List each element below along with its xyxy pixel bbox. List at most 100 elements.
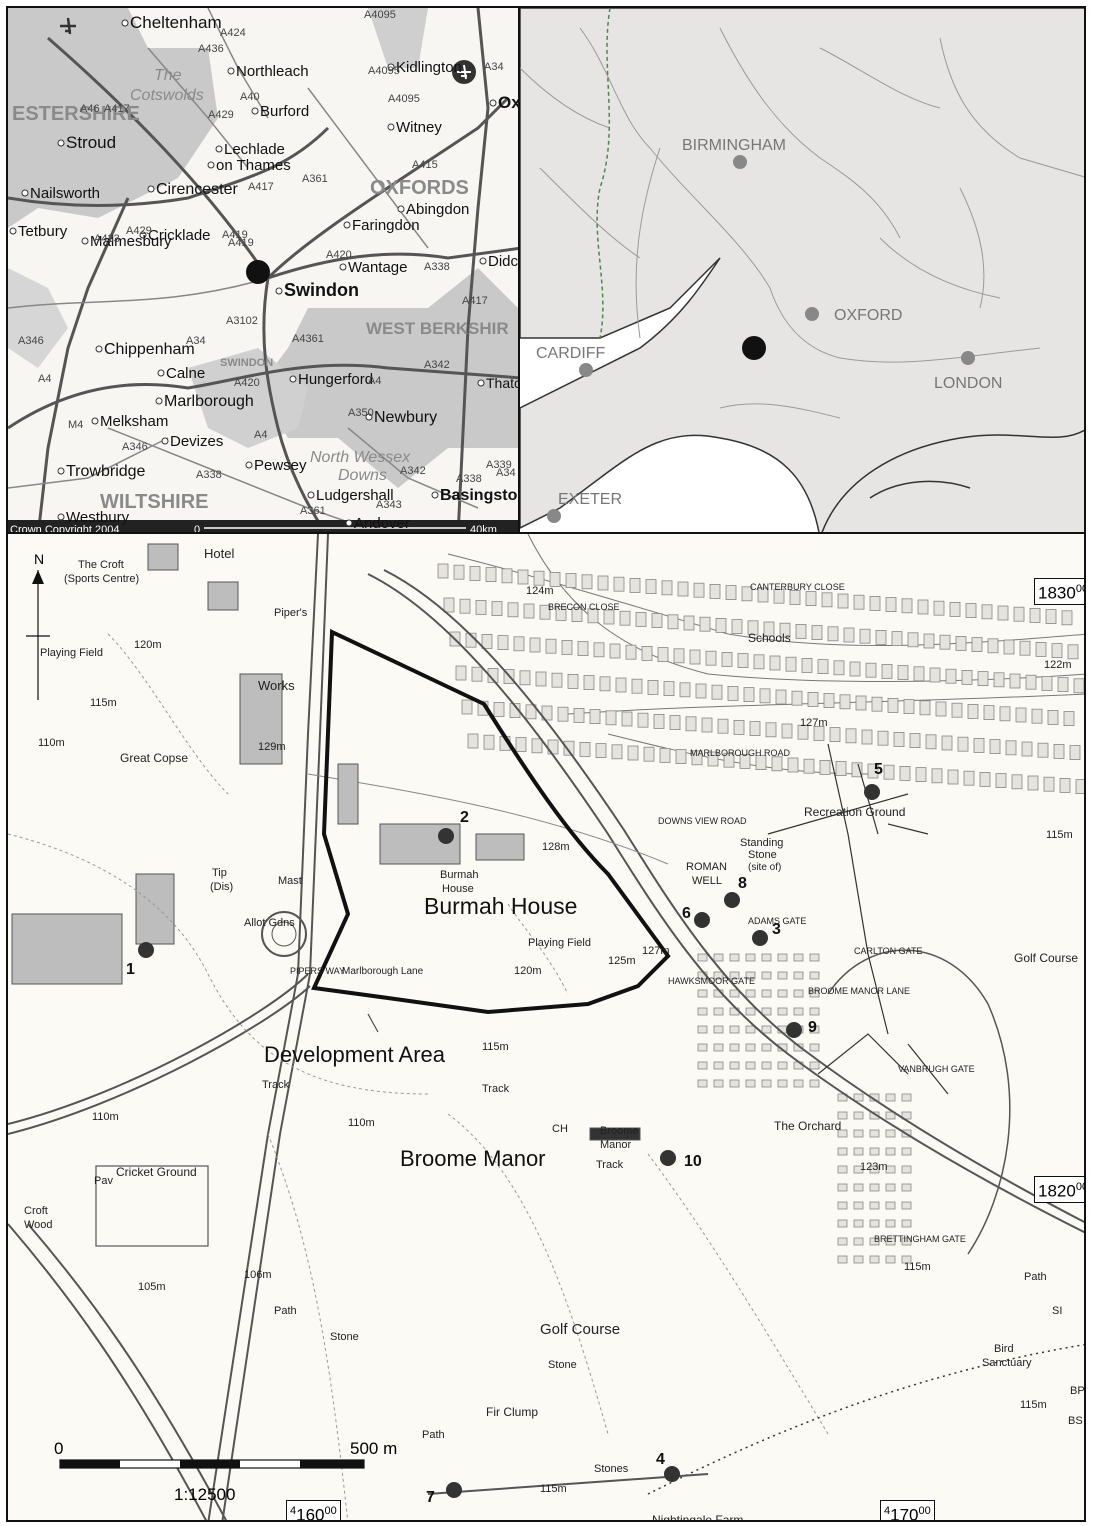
house [713, 1007, 724, 1016]
house [901, 1165, 912, 1174]
grid-ref-4170: 417000 [880, 1500, 935, 1520]
road-number-label: A417 [248, 181, 274, 193]
map-feature-label: Track [262, 1079, 290, 1091]
house [697, 1025, 708, 1034]
town-dot [275, 287, 283, 295]
house [869, 1219, 880, 1228]
scale-zero: 0 [194, 524, 200, 534]
house [651, 613, 663, 628]
house [707, 751, 719, 767]
house [761, 989, 772, 998]
map-feature-label: VANBRUGH GATE [898, 1064, 975, 1074]
map-feature-label: Stone [748, 849, 777, 861]
house [971, 637, 983, 652]
site-marker [694, 912, 710, 928]
map-feature-label: Marlborough Lane [342, 966, 424, 977]
map-feature-label: Schools [748, 631, 791, 645]
house [713, 1079, 724, 1088]
house [731, 619, 743, 634]
house [733, 719, 745, 735]
house [1031, 708, 1043, 724]
road-number-label: A342 [424, 359, 450, 371]
house [875, 630, 887, 645]
house [761, 953, 772, 962]
house [1041, 675, 1053, 691]
road-map-place-label: Witney [396, 119, 442, 136]
map-feature-label: BRETTINGHAM GATE [874, 1234, 966, 1244]
map-feature-label: WELL [692, 875, 722, 887]
house [1053, 743, 1065, 759]
city-label: OXFORD [834, 307, 902, 324]
site-marker [864, 784, 880, 800]
house [589, 709, 601, 725]
house [885, 1093, 896, 1102]
town-dot [215, 145, 223, 153]
house [727, 685, 739, 701]
house [519, 670, 531, 686]
house [809, 971, 820, 980]
house [625, 644, 637, 660]
house [541, 705, 553, 721]
house [663, 681, 675, 697]
house [881, 663, 893, 679]
road-map-place-label: Malmesbury [90, 233, 172, 250]
house [997, 605, 1009, 621]
map-feature-label: 115m [482, 1041, 509, 1053]
site-number-label: 6 [682, 905, 691, 922]
house [939, 634, 951, 650]
house [821, 592, 833, 608]
house [743, 687, 755, 703]
house [619, 610, 631, 626]
grid-ref-4160: 416000 [286, 1500, 341, 1520]
house [1043, 776, 1055, 792]
town-dot [339, 263, 347, 271]
town-dot [365, 413, 373, 421]
house [853, 594, 865, 610]
house [745, 1007, 756, 1016]
map-feature-label: 110m [38, 737, 65, 749]
grid-ref-sup: 00 [1075, 1181, 1084, 1193]
house [635, 612, 647, 627]
house [797, 724, 809, 740]
map-feature-label: 124m [526, 585, 554, 597]
house [669, 715, 681, 731]
house [545, 638, 557, 654]
town-dot [227, 67, 235, 75]
house [491, 601, 503, 616]
town-dot [431, 491, 439, 499]
house [523, 603, 535, 619]
house [709, 584, 721, 599]
town-dot [489, 99, 497, 107]
road-map-place-label: Kidlington [396, 59, 462, 76]
house [961, 669, 973, 685]
road-map-region-label: Cotswolds [130, 87, 204, 104]
town-dot [157, 369, 165, 377]
house [845, 728, 857, 744]
house [557, 706, 569, 722]
map-feature-label: Wood [24, 1219, 53, 1231]
house [567, 673, 579, 689]
house [793, 1079, 804, 1088]
house [761, 1007, 772, 1016]
house [1047, 709, 1059, 725]
house [885, 1201, 896, 1210]
map-feature-label: (Sports Centre) [64, 573, 139, 585]
town-dot [345, 519, 353, 527]
house [811, 625, 823, 640]
house [843, 627, 855, 643]
road-map-place-label: Faringdon [352, 217, 420, 234]
city-label: EXETER [558, 491, 622, 508]
house [657, 647, 669, 662]
house [955, 636, 967, 651]
house [851, 762, 863, 778]
road-map-region-label: OXFORDS [370, 177, 469, 199]
road-map-region-label: WILTSHIRE [100, 491, 209, 513]
house [949, 602, 961, 617]
road-number-label: A4095 [364, 9, 396, 21]
house [893, 731, 905, 747]
road-number-label: A415 [412, 159, 438, 171]
site-number-label: 1 [126, 961, 135, 978]
house [901, 1237, 912, 1246]
